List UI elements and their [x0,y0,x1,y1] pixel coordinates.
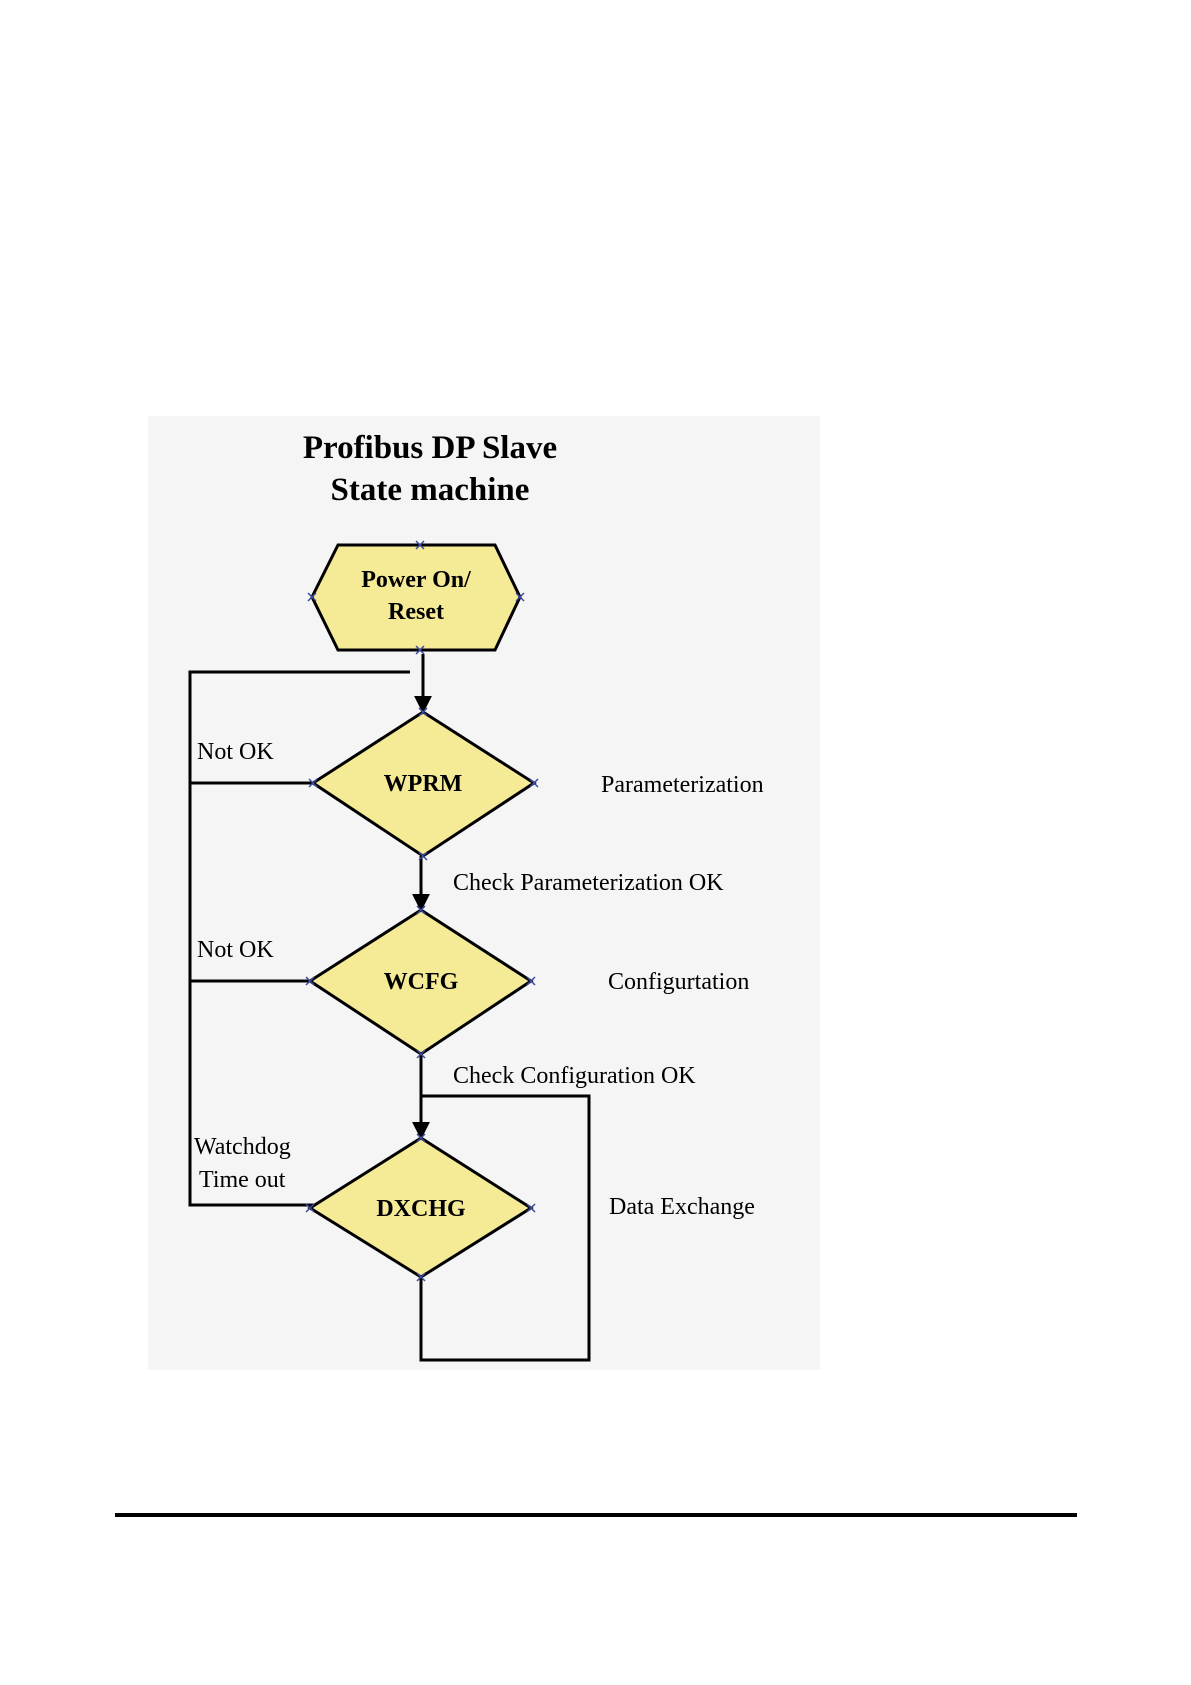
check-parameterization-label: Check Parameterization OK [453,870,724,896]
watchdog-label-line1: Watchdog [194,1134,291,1160]
watchdog-label-line2: Time out [199,1167,286,1193]
parameterization-label: Parameterization [601,772,764,798]
page-bottom-rule [115,1513,1077,1517]
power-on-node-hexagon [312,545,520,650]
wprm-label: WPRM [384,771,463,797]
diagram-panel: Profibus DP Slave State machine Power On… [148,416,820,1370]
wcfg-label: WCFG [384,969,459,995]
data-exchange-label: Data Exchange [609,1194,755,1220]
state-machine-diagram: Profibus DP Slave State machine Power On… [148,416,820,1370]
diagram-title-line1: Profibus DP Slave [303,430,557,466]
dxchg-label: DXCHG [376,1196,466,1222]
configuration-label: Configurtation [608,969,749,995]
check-configuration-label: Check Configuration OK [453,1063,696,1089]
not-ok-label-wprm: Not OK [197,739,274,765]
diagram-title-line2: State machine [331,472,530,508]
not-ok-label-wcfg: Not OK [197,937,274,963]
power-node-label-line2: Reset [388,599,444,625]
power-node-label-line1: Power On/ [361,567,471,593]
